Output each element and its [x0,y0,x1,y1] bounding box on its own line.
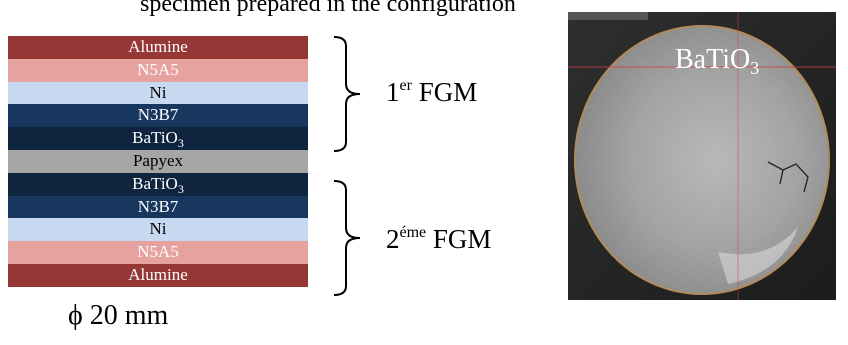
diameter-label: ϕ 20 mm [68,300,169,331]
layer-label: Ni [149,82,167,102]
layer-7: BaTiO3 [8,172,308,196]
layer-label: Alumine [128,37,188,56]
brace-second-fgm [333,180,361,296]
layer-label: N3B7 [137,196,179,216]
layer-6: Papyex [8,149,308,173]
layer-4: N3B7 [8,104,308,128]
layer-label: N5A5 [137,242,179,262]
layer-2: N5A5 [8,58,308,82]
layer-label: Papyex [132,150,184,170]
layer-label: N5A5 [137,59,179,79]
layer-1: Alumine [8,36,308,59]
brace-first-fgm [333,36,361,152]
layer-5: BaTiO3 [8,127,308,150]
specimen-photo [568,12,836,300]
layer-label-subscript: 3 [177,181,184,196]
layer-label: Ni [149,219,167,239]
layer-label-subscript: 3 [177,136,184,151]
label-second-fgm: 2éme FGM [386,224,492,254]
layer-9: Ni [8,218,308,242]
layer-8: N3B7 [8,195,308,219]
layer-label: BaTiO [132,128,178,148]
layer-11: Alumine [8,263,308,287]
layer-label: BaTiO [132,173,178,193]
photo-label-batio3: BaTiO3 [675,44,760,78]
layer-3: Ni [8,81,308,105]
layer-label: Alumine [128,264,188,284]
label-first-fgm: 1er FGM [386,77,478,107]
header-partial-text: specimen prepared in the configuration [140,0,516,17]
layer-10: N5A5 [8,241,308,264]
layer-label: N3B7 [137,105,179,125]
